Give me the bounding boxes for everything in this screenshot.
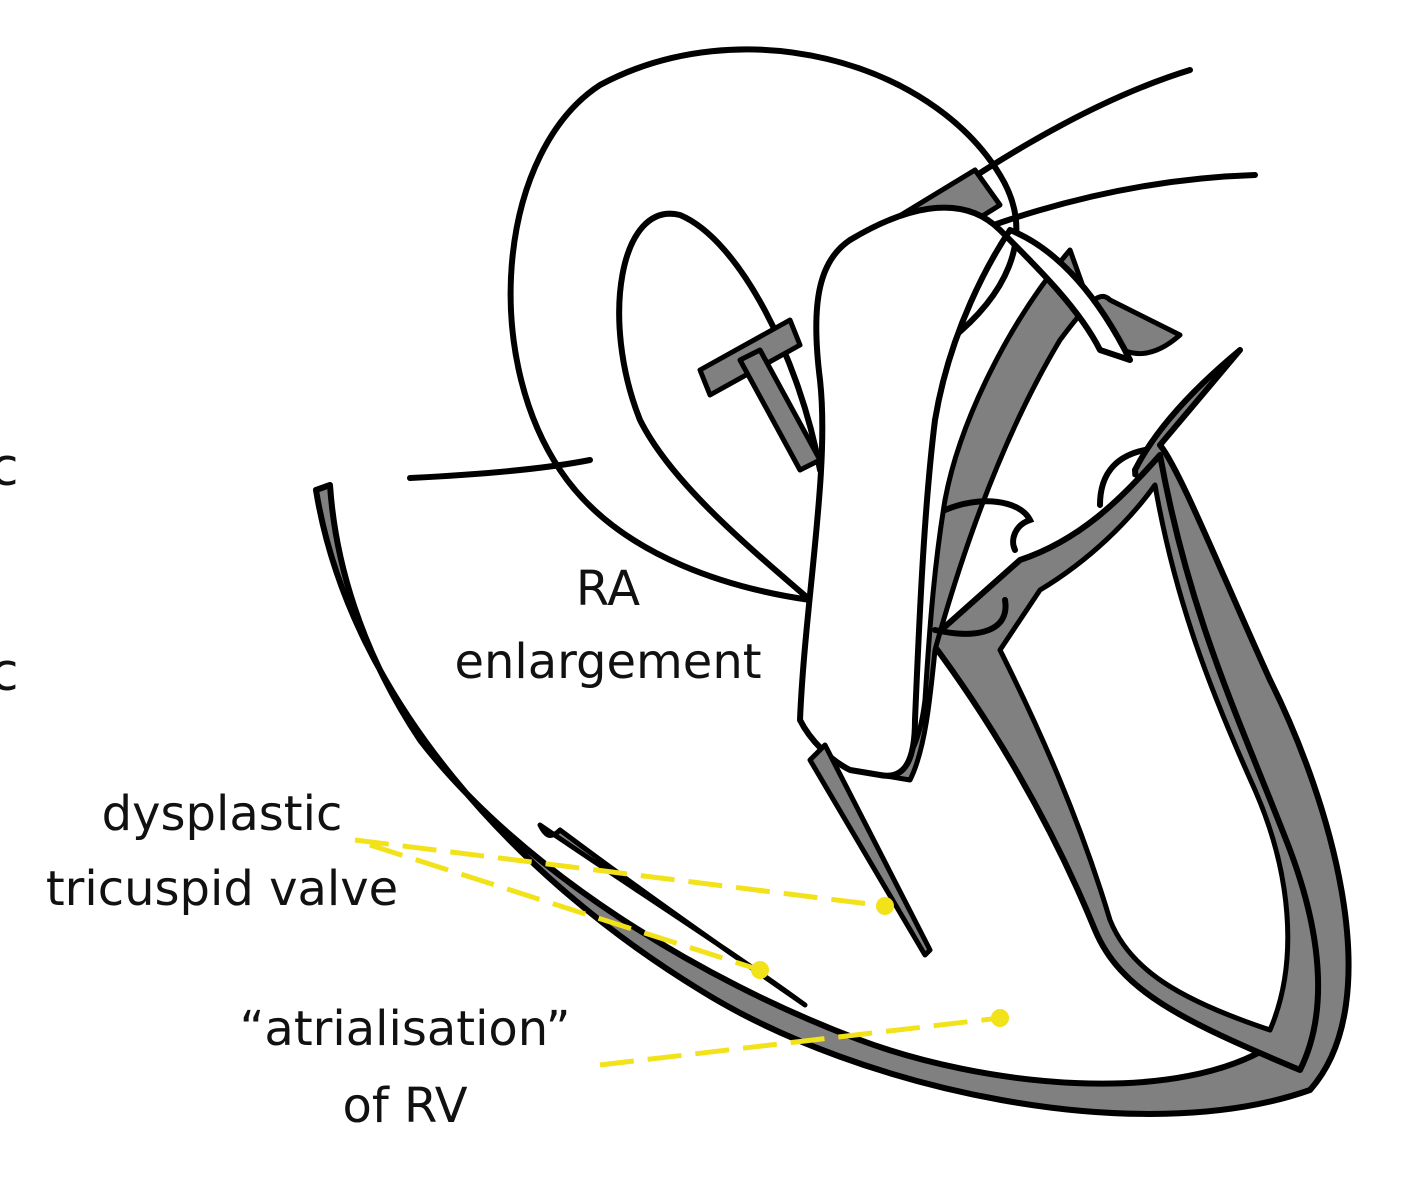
cut-letter-top: c [0,438,19,498]
pointer-tv-septal [354,837,886,909]
cut-letter-bottom: c [0,643,19,703]
mitral-leaflet [1097,447,1148,508]
label-dysplastic: dysplastic [102,786,343,842]
right-atrium-appendage [932,498,1035,637]
label-atrialisation: “atrialisation” [240,1001,571,1057]
pulmonary-trunk [797,204,1133,779]
labels: RA enlargement dysplastic tricuspid valv… [46,561,762,1134]
pointer-dot-tv-posterior [751,961,769,979]
ventricle-outer-wall [313,347,1352,1117]
pointer-tv-posterior [369,842,761,973]
left-ventricle-cavity [997,482,1291,1033]
label-of-rv: of RV [342,1078,467,1134]
pointer-dot-tv-septal [876,897,894,915]
label-tricuspid-valve: tricuspid valve [46,861,398,917]
pointer-lines [354,837,1009,1068]
pointer-dot-atrialised-rv [991,1009,1009,1027]
label-enlargement: enlargement [454,634,761,690]
vena-cava-line [407,457,593,481]
tricuspid-septal-leaflet [807,742,933,958]
label-ra: RA [576,561,640,617]
pointer-atrialised-rv [599,1015,1001,1068]
descending-aorta [877,247,1183,783]
